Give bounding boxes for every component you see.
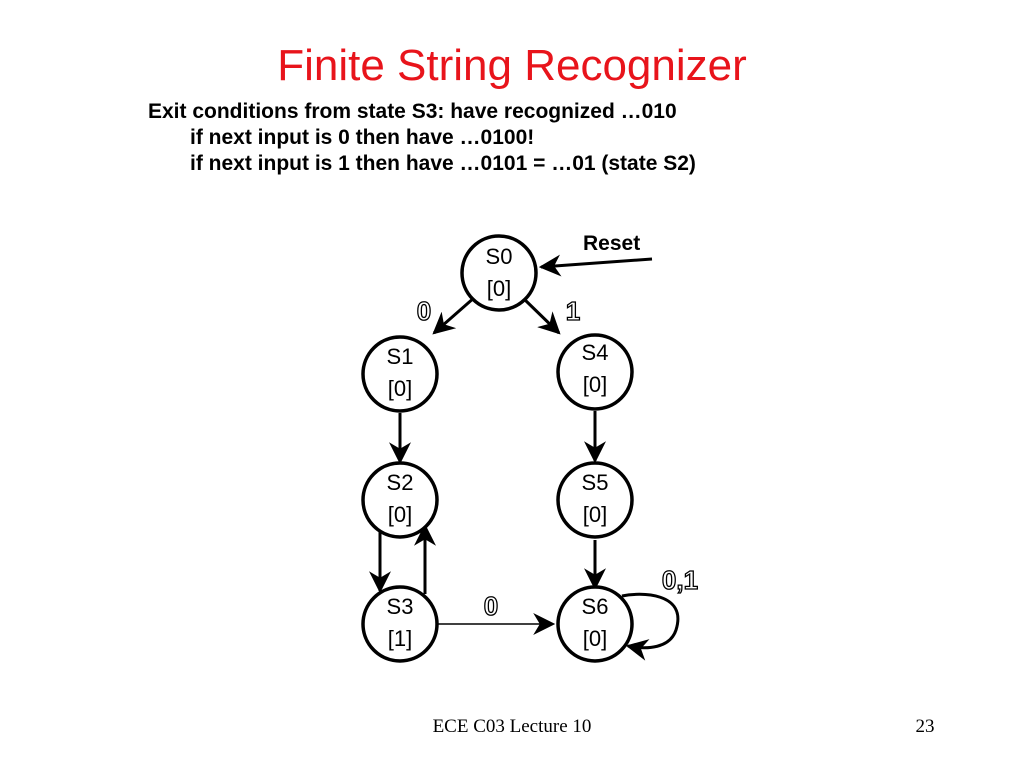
page-number: 23 bbox=[915, 716, 935, 737]
footer-lecture: ECE C03 Lecture 10 bbox=[432, 716, 592, 737]
condition-input-0-line: if next input is 0 then have …0100! bbox=[190, 126, 535, 149]
state-s3-output: [1] bbox=[388, 626, 412, 651]
state-s2-name: S2 bbox=[387, 470, 414, 495]
state-s0-name: S0 bbox=[486, 244, 513, 269]
state-s1: S1 [0] bbox=[361, 335, 439, 413]
state-s0: S0 [0] bbox=[460, 234, 538, 312]
state-s5: S5 [0] bbox=[556, 461, 634, 539]
label-s0-s1: 0 bbox=[417, 296, 431, 326]
state-s1-output: [0] bbox=[388, 376, 412, 401]
condition-input-1-line: if next input is 1 then have …0101 = …01… bbox=[190, 152, 696, 175]
slide-title: Finite String Recognizer bbox=[277, 41, 747, 90]
state-s4-output: [0] bbox=[583, 372, 607, 397]
state-s1-name: S1 bbox=[387, 344, 414, 369]
label-s3-s6: 0 bbox=[484, 591, 498, 621]
transition-s0-s1 bbox=[432, 295, 476, 335]
label-s6-self: 0,1 bbox=[662, 565, 698, 595]
state-s5-output: [0] bbox=[583, 502, 607, 527]
state-s6: S6 [0] bbox=[556, 585, 634, 663]
transition-s6-self-loop bbox=[621, 592, 680, 661]
state-s4-name: S4 bbox=[582, 340, 609, 365]
state-s3: S3 [1] bbox=[361, 585, 439, 663]
state-s2: S2 [0] bbox=[361, 461, 439, 539]
state-s5-name: S5 bbox=[582, 470, 609, 495]
state-s3-name: S3 bbox=[387, 594, 414, 619]
transition-s0-s4 bbox=[521, 296, 561, 335]
state-s0-output: [0] bbox=[487, 276, 511, 301]
state-s6-name: S6 bbox=[582, 594, 609, 619]
reset-arrow bbox=[538, 254, 653, 277]
state-s2-output: [0] bbox=[388, 502, 412, 527]
exit-conditions-line: Exit conditions from state S3: have reco… bbox=[148, 100, 677, 123]
state-s4: S4 [0] bbox=[556, 333, 634, 411]
reset-label: Reset bbox=[583, 232, 640, 255]
label-s0-s4: 1 bbox=[566, 296, 580, 326]
state-s6-output: [0] bbox=[583, 626, 607, 651]
